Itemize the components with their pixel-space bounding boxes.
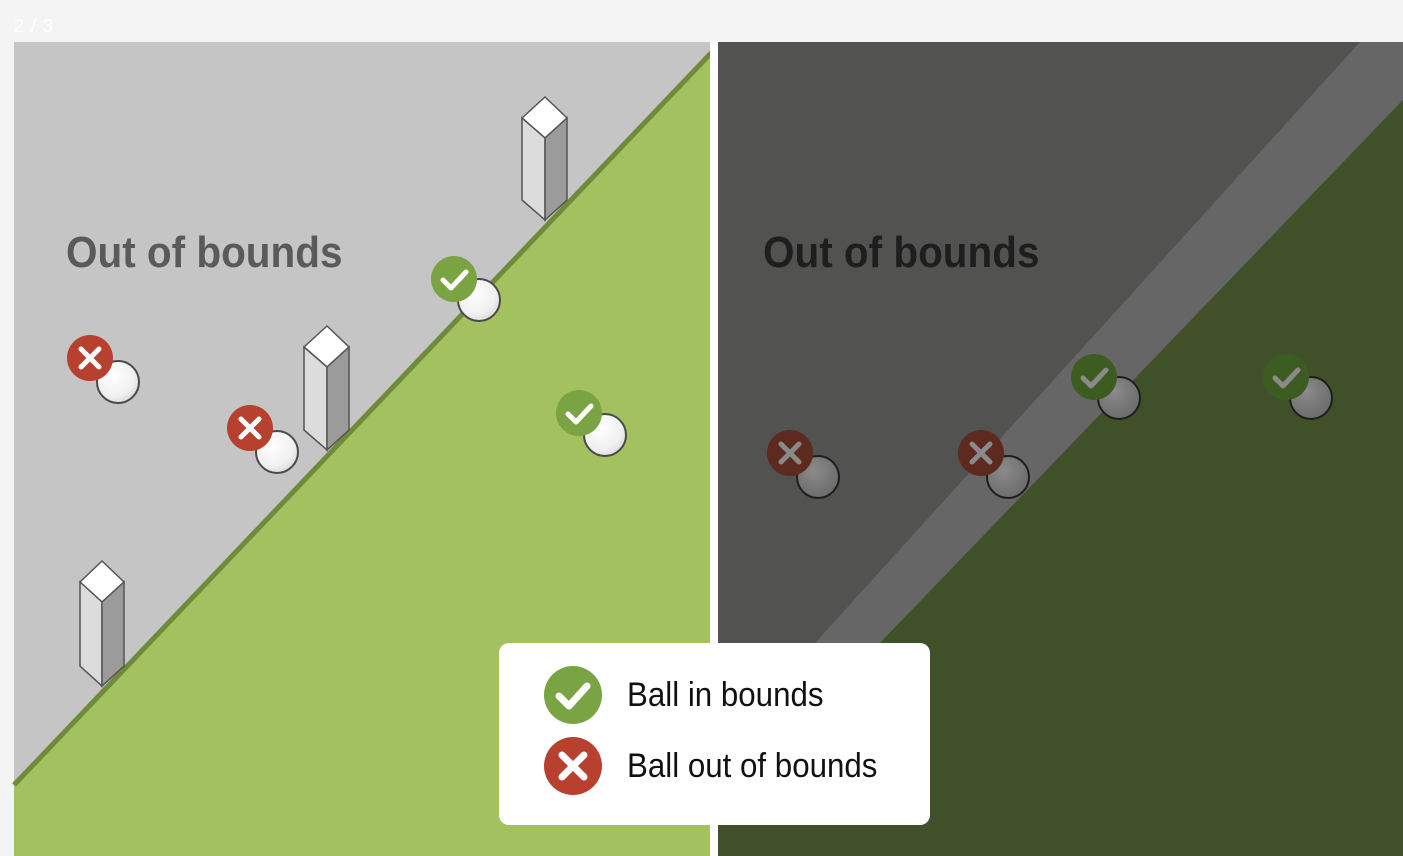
left-panel-title: Out of bounds [66,227,342,276]
boundary-stake-icon [80,561,124,686]
legend-item-in-bounds: Ball in bounds [543,665,841,725]
x-icon [543,736,603,796]
check-icon [431,256,477,302]
x-icon [958,430,1004,476]
x-icon [67,335,113,381]
boundary-stake-icon [522,97,567,220]
check-icon [543,665,603,725]
boundary-stake-icon [304,326,349,450]
legend: Ball in bounds Ball out of bounds [499,643,930,825]
x-icon [767,430,813,476]
legend-label-out-of-bounds: Ball out of bounds [627,747,877,786]
right-panel-title: Out of bounds [763,227,1039,276]
legend-item-out-of-bounds: Ball out of bounds [543,736,899,796]
x-icon [227,405,273,451]
legend-label-in-bounds: Ball in bounds [627,676,824,715]
check-icon [1071,354,1117,400]
check-icon [1263,354,1309,400]
check-icon [556,390,602,436]
